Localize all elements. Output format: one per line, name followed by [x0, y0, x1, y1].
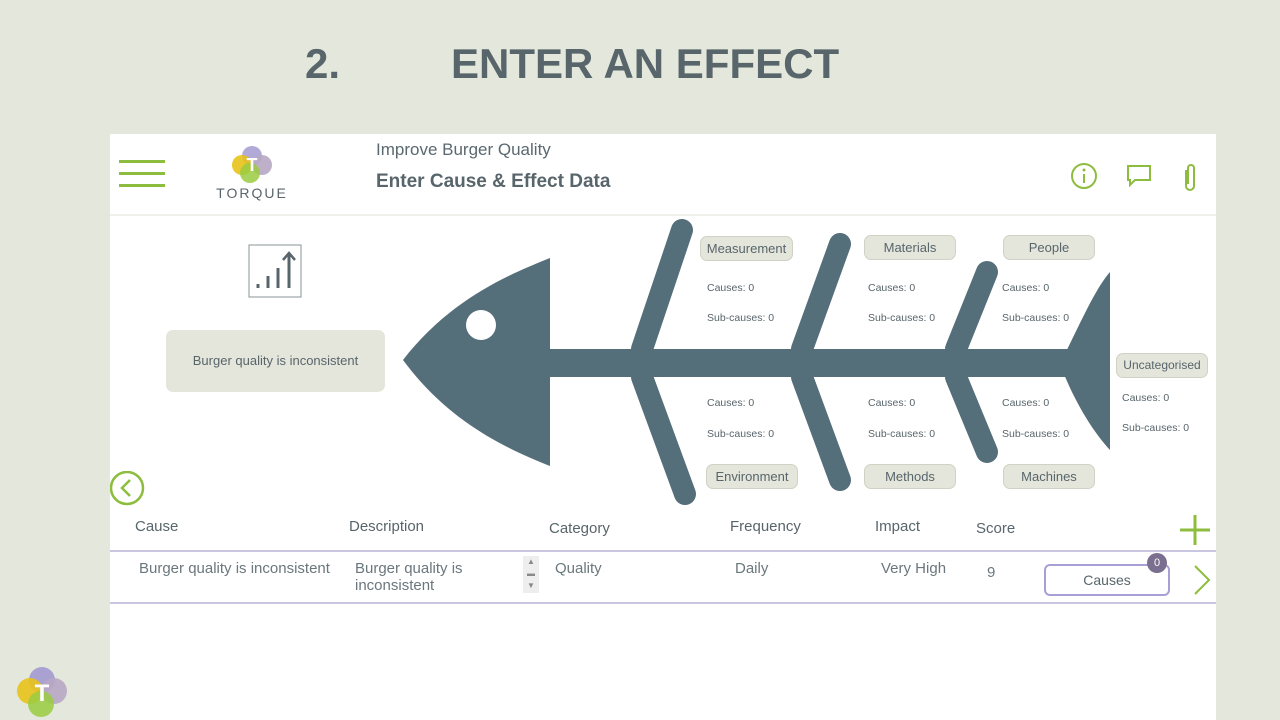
subcauses-count: Sub-causes: 0: [707, 428, 775, 440]
category-materials[interactable]: Materials: [864, 235, 956, 260]
slide-number: 2.: [305, 40, 341, 87]
header-cause[interactable]: Cause: [135, 518, 179, 535]
cell-impact: Very High: [881, 560, 947, 577]
torque-corner-logo: T: [17, 667, 67, 717]
subcauses-count: Sub-causes: 0: [868, 428, 936, 440]
subcauses-count: Sub-causes: 0: [868, 312, 936, 324]
category-methods[interactable]: Methods: [864, 464, 956, 489]
header-description[interactable]: Description: [349, 518, 425, 535]
cell-category: Quality: [555, 560, 602, 577]
cell-description[interactable]: Burger quality is inconsistent: [355, 560, 463, 594]
causes-button[interactable]: Causes: [1044, 564, 1170, 596]
divider: [110, 550, 1216, 552]
header-frequency[interactable]: Frequency: [730, 518, 801, 535]
category-measurement[interactable]: Measurement: [700, 236, 793, 261]
menu-icon[interactable]: [119, 160, 165, 196]
causes-count: Causes: 0: [707, 397, 755, 409]
divider: [110, 602, 1216, 604]
effect-box[interactable]: Burger quality is inconsistent: [166, 330, 385, 392]
causes-badge: 0: [1147, 553, 1167, 573]
causes-count: Causes: 0: [868, 282, 916, 294]
attachment-icon[interactable]: [1180, 162, 1200, 192]
info-icon[interactable]: [1070, 162, 1098, 190]
causes-count: Causes: 0: [1002, 397, 1050, 409]
svg-text:T: T: [35, 680, 50, 707]
category-environment[interactable]: Environment: [706, 464, 798, 489]
app-window: T TORQUE Improve Burger Quality Enter Ca…: [110, 134, 1216, 720]
header-category[interactable]: Category: [549, 520, 610, 537]
back-button[interactable]: [110, 471, 146, 507]
cell-score: 9: [987, 564, 996, 581]
slide-heading: ENTER AN EFFECT: [451, 40, 840, 87]
subcauses-count: Sub-causes: 0: [1122, 422, 1190, 434]
fish-bones: [631, 219, 998, 505]
fish-tail: [1060, 272, 1110, 450]
comment-icon[interactable]: [1125, 162, 1153, 190]
logo-text: TORQUE: [216, 185, 288, 201]
page-title: Enter Cause & Effect Data: [376, 171, 611, 192]
torque-logo: T TORQUE: [216, 146, 288, 201]
category-people[interactable]: People: [1003, 235, 1095, 260]
subcauses-count: Sub-causes: 0: [1002, 428, 1070, 440]
header-impact[interactable]: Impact: [875, 518, 921, 535]
chevron-right-icon[interactable]: [1192, 564, 1212, 596]
subcauses-count: Sub-causes: 0: [707, 312, 775, 324]
causes-count: Causes: 0: [1002, 282, 1050, 294]
add-icon[interactable]: [1179, 514, 1211, 546]
description-scrollbar[interactable]: ▲▬▼: [523, 556, 539, 593]
chart-icon[interactable]: [248, 244, 302, 300]
category-machines[interactable]: Machines: [1003, 464, 1095, 489]
fish-head: [403, 258, 550, 466]
project-name: Improve Burger Quality: [376, 140, 551, 159]
causes-count: Causes: 0: [1122, 392, 1170, 404]
subcauses-count: Sub-causes: 0: [1002, 312, 1070, 324]
causes-count: Causes: 0: [707, 282, 755, 294]
cell-cause: Burger quality is inconsistent: [139, 560, 330, 577]
header-score[interactable]: Score: [976, 520, 1016, 537]
fish-eye: [466, 310, 496, 340]
svg-text:T: T: [247, 155, 258, 175]
category-uncategorised[interactable]: Uncategorised: [1116, 353, 1208, 378]
header: T TORQUE Improve Burger Quality Enter Ca…: [110, 134, 1216, 216]
cell-frequency: Daily: [735, 560, 769, 577]
causes-count: Causes: 0: [868, 397, 916, 409]
fishbone-diagram: [403, 219, 1110, 505]
